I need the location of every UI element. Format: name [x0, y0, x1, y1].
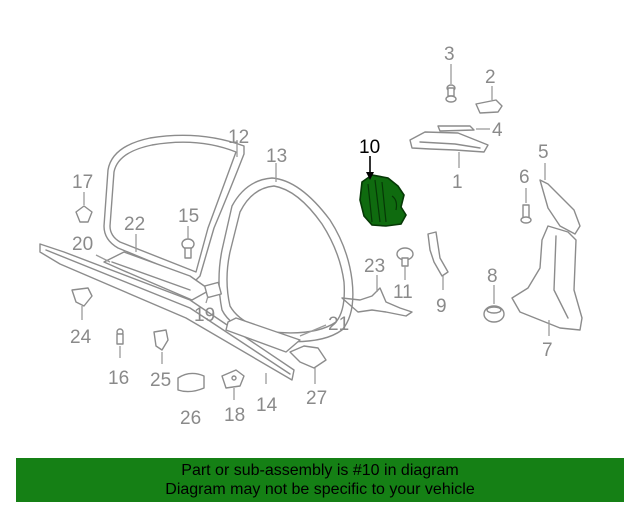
part-23-shape — [341, 287, 413, 317]
callout-22[interactable]: 22 — [124, 214, 145, 235]
part-15-shape — [181, 238, 195, 259]
callout-27[interactable]: 27 — [306, 388, 327, 409]
callout-23[interactable]: 23 — [364, 256, 385, 277]
callout-19[interactable]: 19 — [194, 305, 215, 326]
part-1-shape — [409, 131, 489, 153]
arrow-10 — [366, 172, 374, 180]
part-7-shape — [511, 225, 583, 331]
part-5-shape — [539, 179, 581, 235]
part-9-shape — [427, 231, 449, 277]
part-6-shape — [520, 204, 532, 224]
callout-7[interactable]: 7 — [542, 340, 553, 361]
callout-5[interactable]: 5 — [538, 142, 549, 163]
part-13-shape — [218, 177, 354, 343]
callout-6[interactable]: 6 — [519, 167, 530, 188]
callout-17[interactable]: 17 — [72, 172, 93, 193]
callout-14[interactable]: 14 — [256, 395, 278, 416]
callout-10[interactable]: 10 — [359, 137, 380, 158]
part-12-shape — [103, 134, 245, 281]
part-21-shape — [225, 317, 301, 353]
callout-18[interactable]: 18 — [224, 405, 245, 426]
part-26-shape — [177, 372, 205, 393]
callout-24[interactable]: 24 — [70, 327, 92, 348]
part-27-shape — [289, 345, 327, 369]
part-25-shape — [153, 329, 169, 351]
part-24-shape — [71, 287, 93, 307]
callout-15[interactable]: 15 — [178, 206, 199, 227]
part-19-shape — [203, 281, 223, 299]
part-11-shape — [396, 247, 414, 267]
callout-12[interactable]: 12 — [228, 127, 249, 148]
callout-13[interactable]: 13 — [266, 146, 287, 167]
callout-2[interactable]: 2 — [485, 67, 496, 88]
part-2-shape — [475, 99, 503, 114]
banner-line-2: Diagram may not be specific to your vehi… — [165, 481, 475, 498]
callout-8[interactable]: 8 — [487, 266, 498, 287]
callout-4[interactable]: 4 — [492, 120, 503, 141]
banner-line-1: Part or sub-assembly is #10 in diagram — [181, 462, 459, 479]
callout-21[interactable]: 21 — [328, 314, 349, 335]
part-18-shape — [221, 369, 245, 389]
callout-16[interactable]: 16 — [108, 368, 129, 389]
callout-11[interactable]: 11 — [393, 282, 413, 303]
callout-25[interactable]: 25 — [150, 370, 171, 391]
part-info-banner: Part or sub-assembly is #10 in diagram D… — [16, 458, 624, 502]
callout-9[interactable]: 9 — [436, 296, 447, 317]
part-10-shape[interactable] — [359, 174, 407, 227]
part-14-shape — [39, 243, 295, 381]
callout-3[interactable]: 3 — [444, 44, 455, 65]
part-16-shape — [116, 328, 124, 345]
parts-diagram: 10 1 4 2 3 5 7 6 — [39, 44, 583, 429]
part-4-shape — [437, 125, 475, 132]
part-8-shape — [483, 305, 505, 323]
callout-20[interactable]: 20 — [72, 234, 93, 255]
callout-26[interactable]: 26 — [180, 408, 201, 429]
callout-1[interactable]: 1 — [452, 172, 463, 193]
part-3-shape — [445, 84, 457, 103]
part-17-shape — [75, 205, 93, 223]
